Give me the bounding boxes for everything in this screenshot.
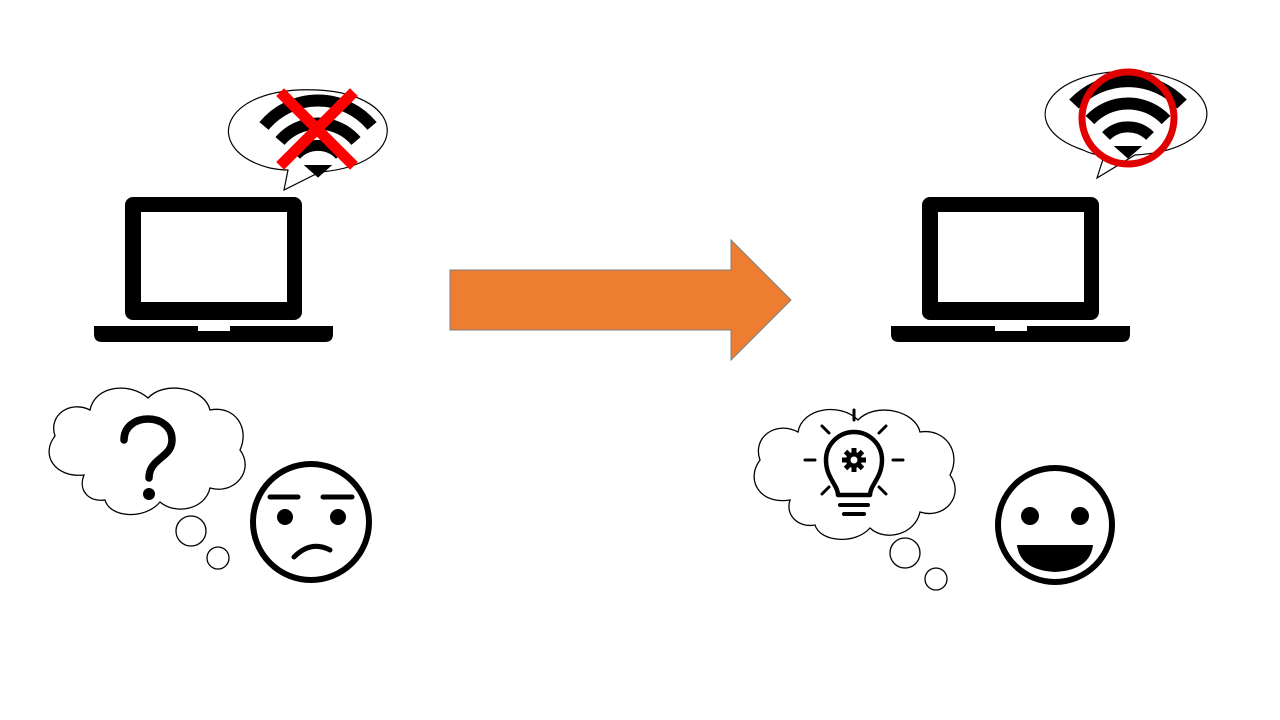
x-mark xyxy=(276,88,358,170)
after-group xyxy=(753,68,1208,591)
lightbulb-gear-icon xyxy=(803,408,905,516)
before-group xyxy=(48,88,388,583)
right-arrow-icon xyxy=(449,238,792,362)
laptop-icon-before xyxy=(94,197,333,342)
question-mark-icon xyxy=(120,415,176,500)
wifi-circled-icon xyxy=(1069,68,1187,168)
laptop-icon-after xyxy=(891,197,1130,342)
wifi-crossed-icon xyxy=(259,88,377,178)
thought-cloud-before xyxy=(48,387,246,570)
circle-mark xyxy=(1078,68,1178,168)
thought-cloud-after xyxy=(753,408,956,591)
worried-face-icon xyxy=(250,461,372,583)
happy-face-icon xyxy=(995,465,1115,585)
